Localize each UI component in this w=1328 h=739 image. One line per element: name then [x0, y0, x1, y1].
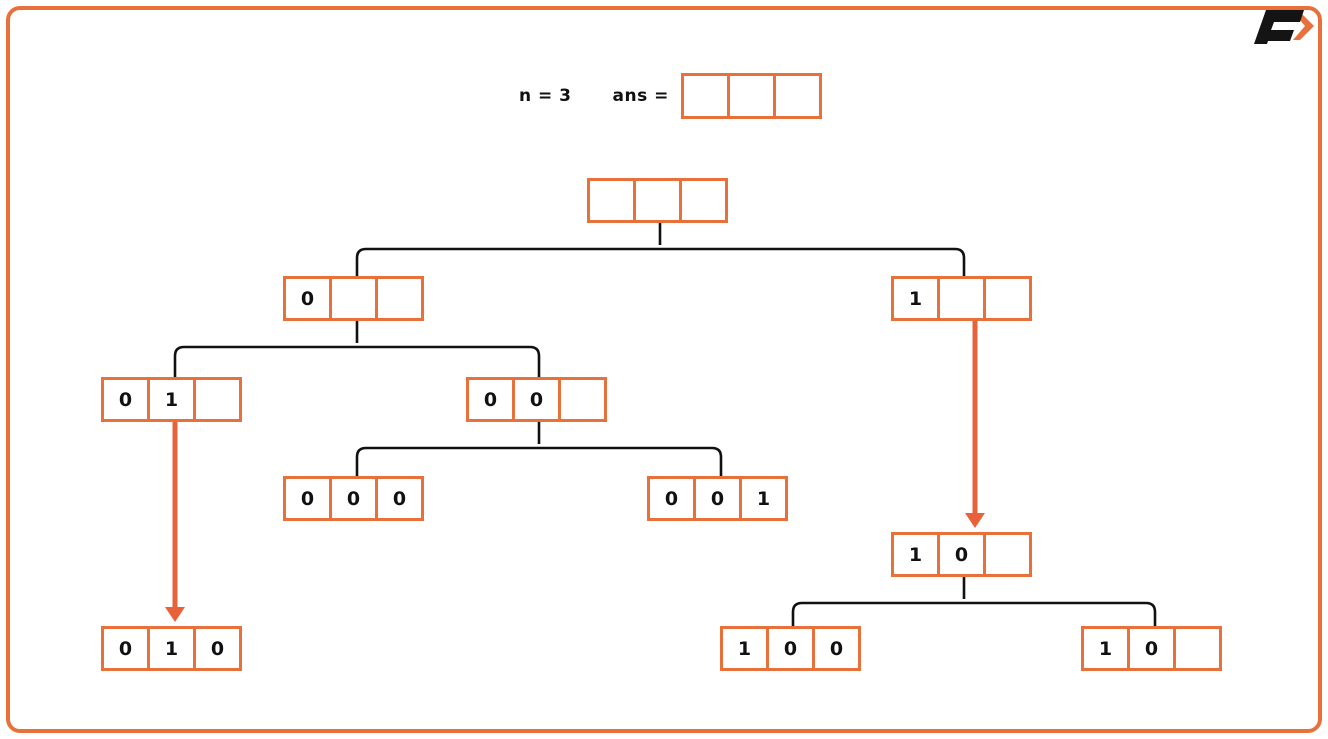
node-00-cell-2 [558, 377, 607, 422]
node-00-cell-1: 0 [512, 377, 561, 422]
node-01-cell-0: 0 [101, 377, 150, 422]
node-000-cell-1: 0 [329, 476, 378, 521]
connector-root-to-children [355, 223, 966, 276]
arrow-n01-to-n010 [165, 422, 185, 622]
node-10-empty-cell-0: 1 [1081, 626, 1130, 671]
connector-n10-to-children [791, 577, 1157, 626]
node-0-cell-2 [375, 276, 424, 321]
node-000-cell-0: 0 [283, 476, 332, 521]
f-arrow-logo [1254, 10, 1314, 44]
ans-array [680, 73, 822, 119]
node-1: 1 [891, 276, 1032, 321]
node-1-cell-0: 1 [891, 276, 940, 321]
node-100-cell-0: 1 [720, 626, 769, 671]
node-1-cell-1 [937, 276, 986, 321]
root-node-cell-1 [633, 178, 682, 223]
node-01-cell-1: 1 [147, 377, 196, 422]
node-000-cell-2: 0 [375, 476, 424, 521]
header-row: n = 3 ans = [519, 73, 822, 119]
node-0-cell-0: 0 [283, 276, 332, 321]
root-node [587, 178, 728, 223]
node-0-cell-1 [329, 276, 378, 321]
node-001-cell-2: 1 [739, 476, 788, 521]
node-01-cell-2 [193, 377, 242, 422]
connector-n00-to-children [355, 422, 723, 476]
node-00-cell-0: 0 [466, 377, 515, 422]
root-node-cell-0 [587, 178, 636, 223]
node-001-cell-0: 0 [647, 476, 696, 521]
node-1-cell-2 [983, 276, 1032, 321]
node-10-cell-0: 1 [891, 532, 940, 577]
node-0: 0 [283, 276, 424, 321]
ans-label: ans = [612, 86, 669, 106]
ans-cell-2 [772, 73, 822, 119]
node-100-cell-2: 0 [812, 626, 861, 671]
node-010-cell-1: 1 [147, 626, 196, 671]
ans-cell-0 [680, 73, 730, 119]
node-010-cell-0: 0 [101, 626, 150, 671]
node-100-cell-1: 0 [766, 626, 815, 671]
node-010-cell-2: 0 [193, 626, 242, 671]
arrow-n1-to-n10 [965, 321, 985, 528]
node-001-cell-1: 0 [693, 476, 742, 521]
node-10-empty-cell-2 [1173, 626, 1222, 671]
connector-n0-to-children [173, 321, 541, 377]
node-10-cell-2 [983, 532, 1032, 577]
root-node-cell-2 [679, 178, 728, 223]
n-label: n = 3 [519, 86, 572, 106]
node-10-cell-1: 0 [937, 532, 986, 577]
node-10-empty-cell-1: 0 [1127, 626, 1176, 671]
